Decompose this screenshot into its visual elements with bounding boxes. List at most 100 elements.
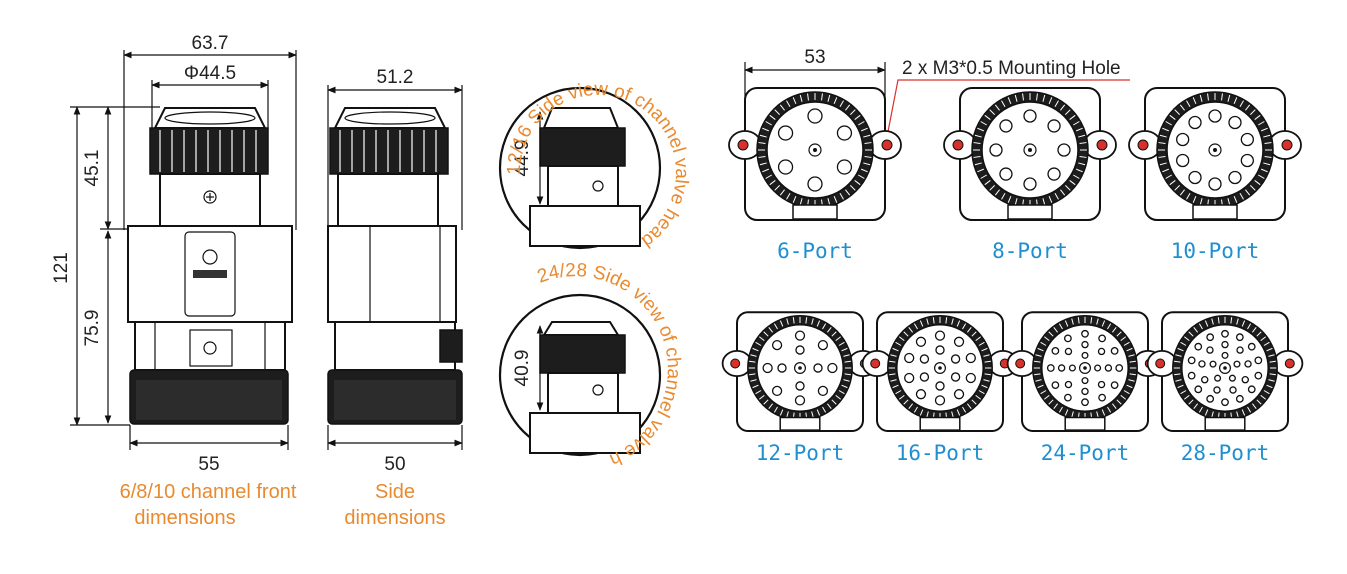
channel-hole bbox=[1081, 377, 1089, 385]
channel-hole bbox=[1110, 347, 1119, 355]
mounting-hole-icon bbox=[730, 358, 741, 369]
channel-hole bbox=[950, 354, 961, 364]
channel-hole bbox=[1247, 385, 1256, 394]
logo-icon bbox=[202, 249, 218, 265]
channel-hole bbox=[1221, 398, 1229, 407]
channel-hole bbox=[1240, 132, 1254, 147]
channel-hole bbox=[1206, 346, 1214, 354]
front-height-lower-label: 75.9 bbox=[82, 310, 103, 347]
channel-hole bbox=[934, 330, 946, 341]
mounting-hole-icon bbox=[1015, 358, 1026, 369]
port-label: 8-Port bbox=[992, 239, 1068, 263]
flange-width-label: 53 bbox=[804, 47, 825, 68]
channel-hole bbox=[1098, 334, 1106, 343]
side-lower-body bbox=[334, 321, 456, 371]
mounting-hole-icon bbox=[737, 139, 749, 151]
port-8-connector: 8-Port bbox=[943, 87, 1117, 263]
front-lower-body bbox=[134, 321, 286, 371]
mounting-hole-icon bbox=[1096, 139, 1108, 151]
channel-hole bbox=[965, 352, 976, 364]
port-label: 16-Port bbox=[896, 441, 985, 465]
side-cap-top bbox=[333, 107, 447, 129]
front-diameter-label: Φ44.5 bbox=[184, 63, 236, 84]
channel-hole bbox=[1254, 371, 1263, 380]
channel-hole bbox=[1176, 132, 1190, 147]
channel-hole bbox=[1201, 375, 1209, 384]
channel-hole bbox=[777, 125, 794, 141]
channel-hole bbox=[1240, 153, 1254, 168]
front-cap-top bbox=[153, 107, 267, 129]
side-knurl-ring bbox=[329, 127, 449, 175]
channel-hole bbox=[1057, 364, 1066, 372]
side-neck bbox=[337, 173, 439, 227]
channel-hole bbox=[1228, 115, 1242, 130]
channel-hole bbox=[1110, 381, 1119, 389]
mounting-hole-icon bbox=[1284, 358, 1295, 369]
channel-hole bbox=[807, 108, 823, 124]
channel-hole bbox=[989, 143, 1003, 157]
channel-hole bbox=[1208, 177, 1222, 191]
channel-hole bbox=[836, 159, 853, 175]
side-caption-line2: dimensions bbox=[344, 507, 445, 529]
channel-hole bbox=[771, 339, 783, 351]
channel-hole bbox=[1081, 340, 1089, 349]
channel-hole bbox=[1187, 356, 1196, 365]
channel-hole bbox=[1051, 381, 1060, 389]
channel-hole bbox=[1064, 380, 1073, 389]
channel-hole bbox=[935, 381, 945, 391]
front-width-base-label: 55 bbox=[198, 454, 219, 475]
channel-hole bbox=[827, 362, 838, 374]
side-caption-line1: Side bbox=[375, 481, 415, 503]
channel-hole bbox=[1097, 380, 1106, 389]
front-height-total-label: 121 bbox=[51, 252, 72, 284]
port-16-connector: 16-Port bbox=[861, 311, 1019, 465]
screw-icon bbox=[203, 190, 217, 204]
channel-hole bbox=[1064, 347, 1073, 356]
detail-view-12-16: 44.9 12/16 Side view of channel valve he… bbox=[498, 79, 692, 252]
channel-hole bbox=[1023, 109, 1037, 123]
channel-hole bbox=[1229, 386, 1237, 394]
channel-hole bbox=[915, 336, 927, 347]
channel-hole bbox=[817, 339, 829, 351]
channel-hole bbox=[1194, 385, 1203, 394]
channel-hole bbox=[1188, 115, 1202, 130]
channel-hole bbox=[1213, 386, 1221, 394]
port-24-connector: 24-Port bbox=[1006, 311, 1164, 465]
mounting-hole-icon bbox=[1137, 139, 1149, 151]
detail-dimension-2: 40.9 bbox=[512, 350, 533, 387]
channel-hole bbox=[1235, 333, 1244, 342]
channel-hole bbox=[1097, 347, 1106, 356]
channel-hole bbox=[795, 345, 805, 355]
channel-hole bbox=[1081, 351, 1089, 359]
channel-hole bbox=[999, 119, 1013, 133]
channel-hole bbox=[953, 336, 965, 347]
channel-hole bbox=[771, 385, 783, 397]
mounting-hole-icon bbox=[1155, 358, 1166, 369]
port-28-connector: 28-Port bbox=[1146, 311, 1304, 465]
channel-hole bbox=[1104, 364, 1113, 372]
channel-hole bbox=[1115, 364, 1124, 372]
channel-hole bbox=[934, 395, 946, 406]
channel-hole bbox=[935, 345, 945, 355]
channel-hole bbox=[915, 389, 927, 400]
front-height-upper-label: 45.1 bbox=[82, 150, 103, 187]
channel-hole bbox=[1206, 394, 1215, 403]
channel-hole bbox=[1228, 374, 1236, 382]
port-6-connector: 6-Port bbox=[728, 87, 902, 263]
channel-hole bbox=[1214, 374, 1222, 382]
channel-hole bbox=[953, 389, 965, 400]
side-width-top-label: 51.2 bbox=[377, 67, 414, 88]
channel-hole bbox=[813, 363, 823, 373]
channel-hole bbox=[1081, 387, 1089, 396]
front-knurl-ring bbox=[149, 127, 269, 175]
channel-hole bbox=[1194, 342, 1203, 351]
channel-hole bbox=[1254, 356, 1263, 365]
channel-hole bbox=[904, 372, 915, 384]
channel-hole bbox=[795, 381, 805, 391]
channel-hole bbox=[999, 167, 1013, 181]
channel-hole bbox=[1221, 329, 1229, 338]
front-view: 63.7 Φ44.5 45.1 121 75.9 55 6/8/10 chann… bbox=[51, 33, 297, 529]
channel-hole bbox=[836, 125, 853, 141]
channel-hole bbox=[1098, 393, 1106, 402]
channel-hole bbox=[1208, 109, 1222, 123]
